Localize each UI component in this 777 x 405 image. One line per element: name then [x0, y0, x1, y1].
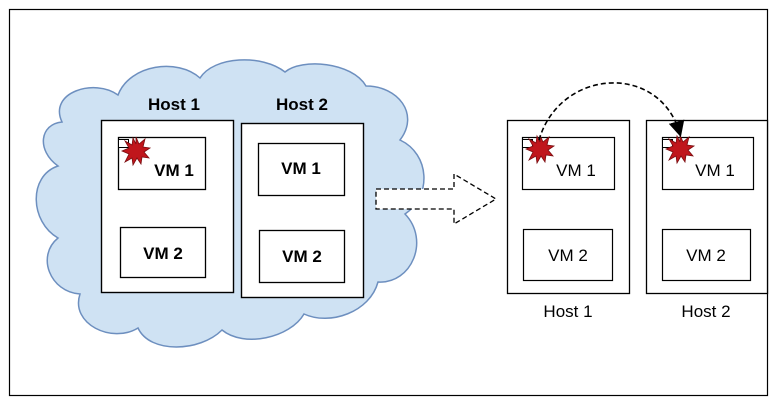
- left-host-1-label: Host 1: [148, 95, 200, 114]
- right-host-1: VM 1 VM 2 Host 1: [506, 119, 631, 321]
- right-host-2-label: Host 2: [681, 302, 730, 321]
- migration-arrow: [538, 82, 685, 141]
- vm-label: VM 1: [154, 161, 194, 180]
- left-host-2-label: Host 2: [276, 95, 328, 114]
- vm-label: VM 2: [686, 246, 726, 265]
- vm-label: VM 1: [281, 159, 321, 178]
- right-host-2-vm-2: VM 2: [661, 228, 752, 282]
- right-host-1-label: Host 1: [543, 302, 592, 321]
- vm-label: VM 2: [548, 246, 588, 265]
- left-host-2-vm-2: VM 2: [258, 229, 346, 284]
- left-host-1: Host 1 VM 1 VM 2: [100, 95, 235, 294]
- right-host-2-vm-1: VM 1: [661, 134, 755, 191]
- vm-label: VM 2: [282, 247, 322, 266]
- left-host-2: Host 2 VM 1 VM 2: [240, 95, 365, 299]
- block-arrow-right: [375, 172, 498, 226]
- vm-label: VM 1: [556, 161, 596, 180]
- vm-label: VM 1: [695, 161, 735, 180]
- left-host-1-vm-1: VM 1: [117, 136, 207, 191]
- right-host-1-vm-2: VM 2: [522, 228, 614, 282]
- left-host-1-vm-2: VM 2: [119, 226, 207, 279]
- right-host-1-vm-1: VM 1: [521, 134, 616, 191]
- left-host-2-vm-1: VM 1: [257, 142, 346, 197]
- vm-label: VM 2: [143, 244, 183, 263]
- right-host-2: VM 1 VM 2 Host 2: [645, 119, 769, 321]
